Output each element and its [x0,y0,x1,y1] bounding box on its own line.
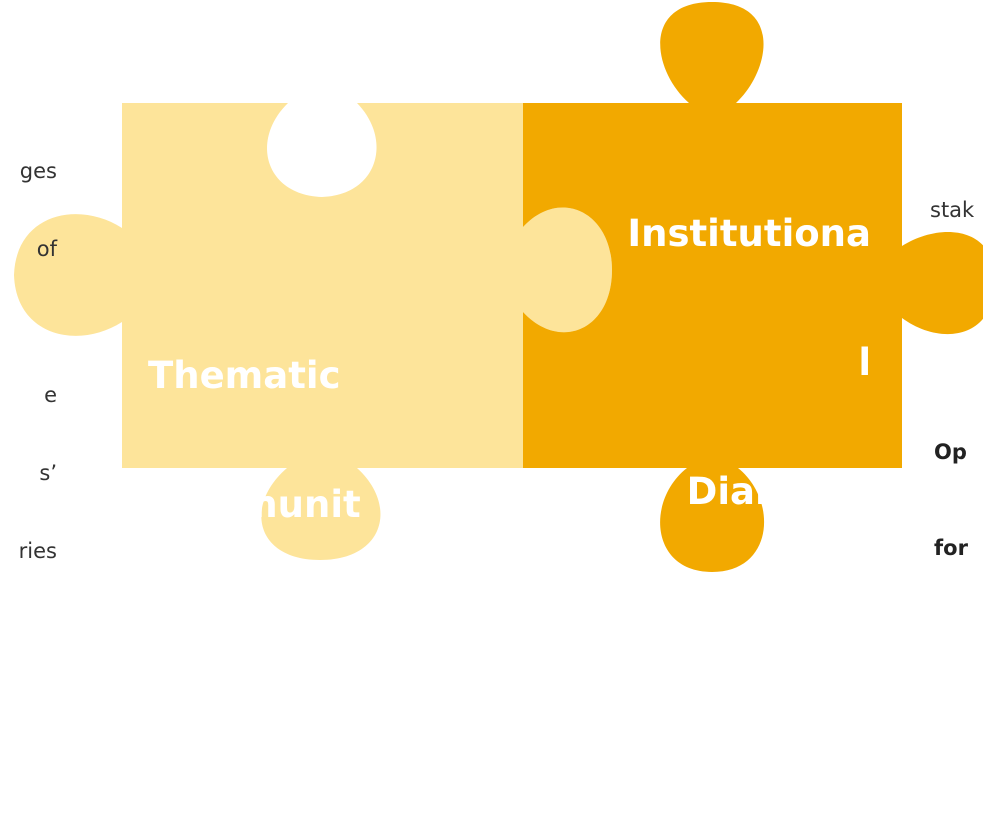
title-line: Communit [148,483,361,526]
title-line: Institutiona [627,212,871,255]
left-puzzle-piece [14,103,612,560]
title-line: (D4N) [749,728,871,771]
left-top-text: ges of [20,106,57,288]
title-line: Project [722,599,871,642]
puzzle-diagram [14,2,983,572]
text-line: e [44,383,57,407]
right-bottom-text: Op for [934,372,968,596]
text-line: s’ [39,461,57,485]
text-line: ges [19,159,57,183]
left-bottom-text: e s’ ries [19,330,57,590]
right-top-text: stak [930,198,975,222]
right-puzzle-piece [523,2,983,572]
title-line: l [858,341,871,384]
text-line: ries [18,539,57,563]
text-line: of [36,237,57,261]
text-line: for [934,536,968,560]
title-line: y [148,612,173,655]
title-line: Thematic [148,354,341,397]
title-line: Dialogue [686,470,871,513]
title-line: Project [148,741,297,784]
text-line: Op [934,440,967,464]
right-piece-title: Institutiona l Dialogue Project (D4N) [627,126,871,814]
left-piece-title: Thematic Communit y Project [148,268,361,827]
